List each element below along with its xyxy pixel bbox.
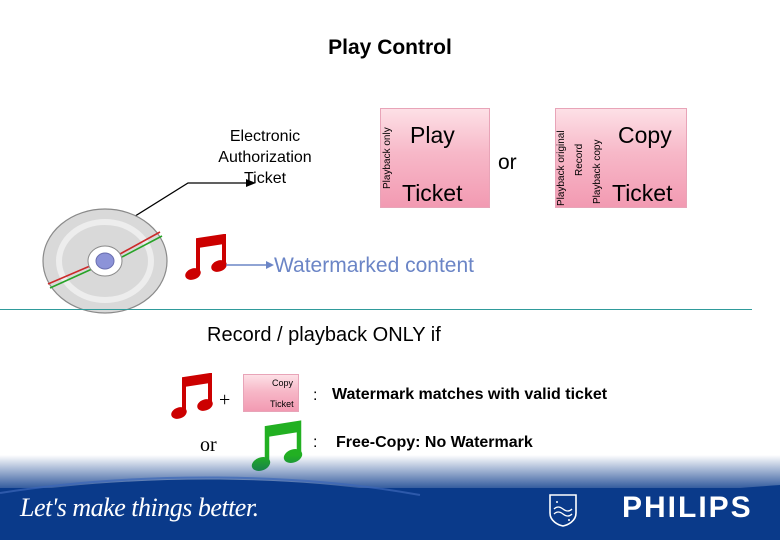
divider bbox=[0, 309, 752, 310]
philips-brand: PHILIPS bbox=[622, 491, 753, 524]
mini-copy-ticket bbox=[243, 374, 299, 412]
copy-ticket-side-label-3: Playback copy bbox=[592, 139, 603, 204]
copy-ticket-bottom-word: Ticket bbox=[612, 180, 673, 206]
or-label: or bbox=[498, 151, 517, 174]
watermarked-content-label: Watermarked content bbox=[274, 254, 474, 277]
philips-shield-icon bbox=[549, 494, 577, 527]
copy-ticket-top-word: Copy bbox=[618, 122, 672, 148]
record-condition-label: Record / playback ONLY if bbox=[207, 324, 441, 346]
copy-ticket-side-label-1: Playback original bbox=[556, 130, 567, 206]
footer-swoosh bbox=[0, 476, 780, 540]
copy-ticket-side-label-2: Record bbox=[574, 143, 585, 176]
rule1-text: Watermark matches with valid ticket bbox=[332, 386, 608, 403]
disc-icon bbox=[42, 208, 168, 314]
mini-ticket-top: Copy bbox=[272, 378, 294, 388]
play-ticket-top-word: Play bbox=[410, 122, 455, 148]
rule1-colon: : bbox=[313, 387, 318, 404]
page-title: Play Control bbox=[328, 36, 452, 59]
play-ticket-side-label: Playback only bbox=[382, 127, 393, 189]
watermark-arrow bbox=[226, 261, 274, 269]
play-ticket-bottom-word: Ticket bbox=[402, 180, 463, 206]
bottom-or-label: or bbox=[200, 434, 217, 456]
mini-ticket-bottom: Ticket bbox=[270, 399, 294, 409]
footer-slogan: Let's make things better. bbox=[20, 493, 259, 522]
rule2-text: Free-Copy: No Watermark bbox=[336, 434, 533, 451]
plus-sign: + bbox=[219, 389, 231, 411]
copy-ticket bbox=[555, 108, 687, 208]
red-note-icon-2 bbox=[171, 373, 213, 419]
red-note-icon bbox=[185, 234, 227, 280]
rule2-colon: : bbox=[313, 434, 318, 451]
play-ticket bbox=[380, 108, 490, 208]
